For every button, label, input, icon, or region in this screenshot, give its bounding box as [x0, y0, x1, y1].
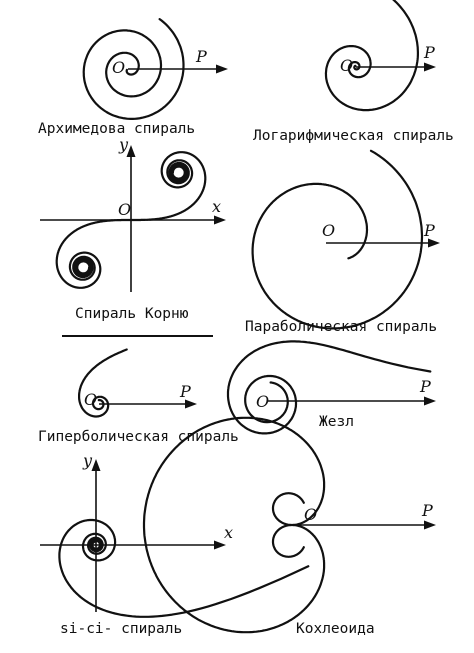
sici-y-axis-label: y: [82, 451, 93, 470]
hyperbolic-ray-label: P: [179, 382, 191, 401]
cochleoid-arrow-icon: [424, 520, 436, 530]
hyperbolic-pole-label: O: [84, 390, 97, 409]
parabolic-curve: [251, 149, 424, 330]
sici-x-axis-label: x: [224, 523, 233, 542]
logarithmic-curve: [324, 0, 419, 112]
hyperbolic-caption: Гиперболическая спираль: [38, 429, 239, 445]
archimedes-arrow-icon: [216, 64, 228, 74]
cornu-origin-label: O: [118, 200, 131, 219]
sici-panel: y x si-ci- спираль: [40, 451, 310, 637]
sici-y-arrow-icon: [91, 459, 101, 471]
sici-curve: [58, 518, 310, 618]
logarithmic-pole-label: O: [340, 56, 353, 75]
logarithmic-ray-label: P: [423, 43, 435, 62]
lituus-panel: O P Жезл: [226, 340, 436, 435]
parabolic-pole-label: O: [322, 221, 335, 240]
archimedes-curve: [82, 18, 185, 120]
cochleoid-caption: Кохлеоида: [296, 621, 375, 637]
hyperbolic-curve: [78, 348, 128, 418]
logarithmic-panel: O P Логарифмическая спираль: [253, 0, 454, 144]
logarithmic-arrow-icon: [424, 62, 436, 72]
parabolic-ray-label: P: [423, 221, 435, 240]
hyperbolic-panel: O P Гиперболическая спираль: [38, 348, 239, 445]
cochleoid-pole-label: O: [304, 505, 317, 524]
cochleoid-curve: [142, 416, 326, 634]
cornu-x-axis-label: x: [212, 197, 221, 216]
cornu-x-arrow-icon: [214, 215, 226, 225]
parabolic-panel: O P Параболическая спираль: [245, 149, 440, 335]
parabolic-caption: Параболическая спираль: [245, 319, 437, 335]
cornu-y-arrow-icon: [126, 145, 136, 157]
archimedes-caption: Архимедова спираль: [38, 121, 195, 137]
cornu-y-axis-label: y: [118, 135, 129, 154]
archimedes-ray-label: P: [195, 47, 207, 66]
sici-x-arrow-icon: [214, 540, 226, 550]
cornu-curve: [55, 151, 207, 289]
cochleoid-panel: O P Кохлеоида: [142, 416, 436, 637]
sici-caption: si-ci- спираль: [60, 621, 182, 637]
archimedes-panel: O P Архимедова спираль: [38, 18, 228, 137]
cornu-panel: y x O Спираль Корню: [40, 135, 226, 322]
parabolic-arrow-icon: [428, 238, 440, 248]
lituus-caption: Жезл: [319, 414, 354, 430]
logarithmic-caption: Логарифмическая спираль: [253, 128, 454, 144]
lituus-arrow-icon: [424, 396, 436, 406]
archimedes-pole-label: O: [112, 58, 125, 77]
lituus-pole-label: O: [256, 392, 269, 411]
cochleoid-ray-label: P: [421, 501, 433, 520]
lituus-curve: [226, 340, 432, 435]
lituus-ray-label: P: [419, 377, 431, 396]
cornu-caption: Спираль Корню: [75, 306, 189, 322]
hyperbolic-arrow-icon: [185, 399, 197, 409]
